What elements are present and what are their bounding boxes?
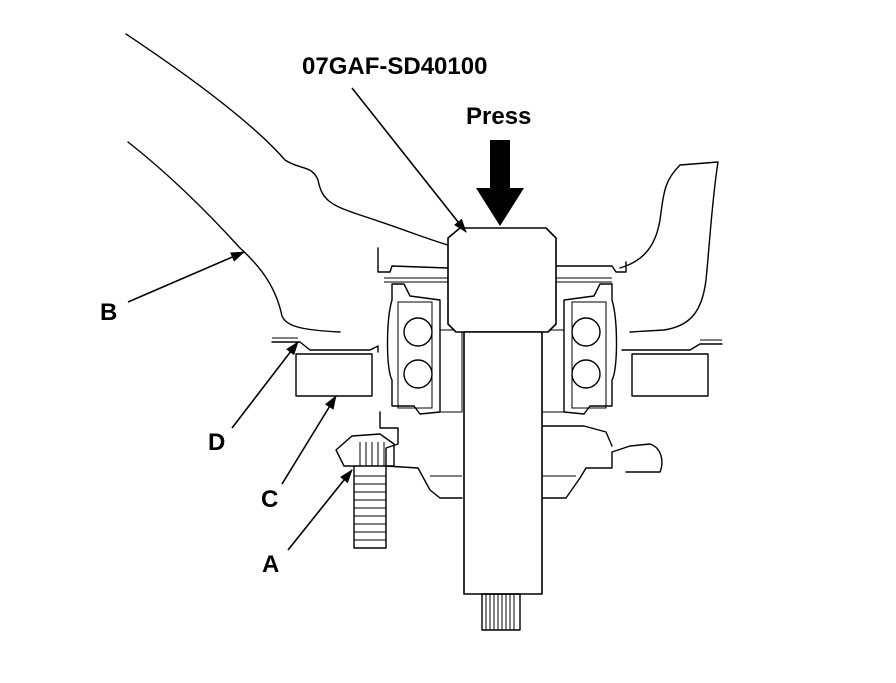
callout-b-label: B [100, 299, 117, 326]
knuckle-right-flange [621, 343, 723, 351]
bearing-ball-right-lower [571, 359, 601, 389]
knuckle-left-flange [271, 341, 379, 353]
bearing-ball-left-upper [403, 317, 433, 347]
wheel-stud-knurl [359, 442, 385, 466]
press-direction-arrow [476, 140, 524, 226]
bearing-ball-right-upper [571, 317, 601, 347]
splash-shield-right-inner [556, 277, 612, 283]
splash-shield-left [377, 247, 449, 273]
hub-flange [379, 411, 663, 499]
spacer-block-right [631, 353, 709, 397]
splash-shield-left-inner [384, 277, 448, 283]
press-tool-tip-thread [485, 594, 515, 630]
bearing-inner-left [440, 329, 463, 413]
wheel-stud-shank [353, 465, 387, 549]
leader-b [127, 251, 245, 303]
press-tool-shaft [463, 331, 543, 595]
press-label: Press [466, 103, 531, 130]
callout-d-label: D [208, 429, 225, 456]
knuckle-right-outline [619, 161, 719, 333]
callout-a-label: A [262, 551, 279, 578]
bearing-inner-right [541, 329, 564, 413]
leader-d [231, 341, 299, 429]
bearing-housing-right [563, 283, 618, 415]
wheel-stud-thread [354, 475, 386, 541]
tool-part-number-label: 07GAF-SD40100 [302, 53, 487, 80]
leader-tool [351, 87, 467, 233]
callout-c-label: C [261, 486, 278, 513]
leader-a [287, 469, 353, 551]
splash-shield-right [555, 261, 627, 273]
knuckle-arm-inner-outline [127, 141, 341, 333]
leader-c [281, 395, 337, 485]
knuckle-arm-outline [125, 33, 449, 246]
press-tool-head [447, 227, 557, 333]
bearing-race-left [397, 301, 433, 409]
bearing-ball-left-lower [403, 359, 433, 389]
press-tool-tip [481, 593, 521, 631]
wheel-stud-head [335, 433, 395, 467]
spacer-block-left [295, 353, 373, 397]
bearing-housing-left [386, 283, 441, 415]
